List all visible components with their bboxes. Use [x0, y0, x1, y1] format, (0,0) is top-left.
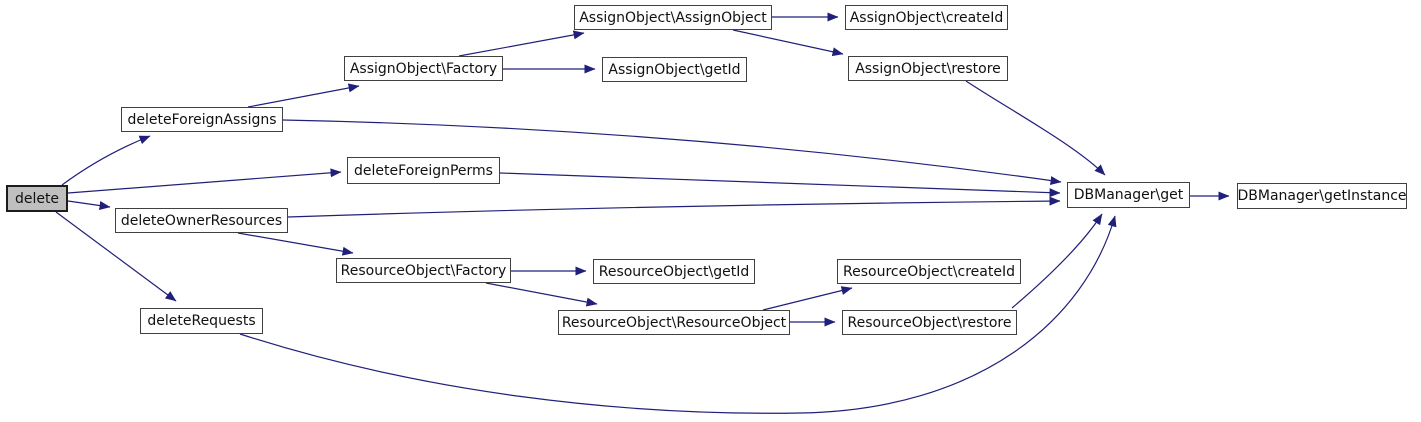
edge-deleteForeignAssigns-DBGet	[282, 119, 1062, 185]
node-ResourceGetId[interactable]: ResourceObject\getId	[593, 259, 755, 284]
node-deleteForeignPerms[interactable]: deleteForeignPerms	[347, 157, 500, 184]
edge-AssignFactory-AssignAssignObject	[458, 30, 585, 57]
node-AssignRestore[interactable]: AssignObject\restore	[848, 56, 1008, 81]
edge-deleteOwnerResources-ResourceFactory	[237, 232, 354, 256]
edge-deleteForeignPerms-DBGet	[499, 172, 1061, 198]
edge-ResourceFactory-ResourceResourceObject	[485, 282, 598, 307]
node-DBGetInstance[interactable]: DBManager\getInstance	[1237, 183, 1407, 209]
node-deleteForeignAssigns[interactable]: deleteForeignAssigns	[121, 107, 283, 132]
edge-deleteOwnerResources-DBGet	[287, 196, 1061, 218]
node-ResourceFactory[interactable]: ResourceObject\Factory	[336, 258, 511, 283]
node-DBGet[interactable]: DBManager\get	[1067, 182, 1190, 208]
node-ResourceCreateId[interactable]: ResourceObject\createId	[837, 259, 1021, 284]
edge-AssignAssignObject-AssignRestore	[732, 29, 844, 57]
edge-delete-deleteRequests	[55, 211, 177, 302]
edge-AssignRestore-DBGet	[965, 80, 1106, 176]
node-ResourceRestore[interactable]: ResourceObject\restore	[842, 310, 1017, 335]
node-deleteOwnerResources[interactable]: deleteOwnerResources	[115, 208, 288, 233]
edge-ResourceResourceObject-ResourceCreateId	[762, 286, 853, 311]
node-AssignAssignObject[interactable]: AssignObject\AssignObject	[574, 5, 772, 30]
node-AssignCreateId[interactable]: AssignObject\createId	[845, 5, 1008, 30]
node-AssignGetId[interactable]: AssignObject\getId	[602, 57, 747, 82]
edge-deleteForeignAssigns-AssignFactory	[247, 83, 360, 108]
edge-delete-deleteForeignPerms	[67, 168, 342, 194]
edge-deleteRequests-DBGet	[239, 215, 1117, 414]
node-ResourceResourceObject[interactable]: ResourceObject\ResourceObject	[558, 310, 790, 335]
edge-ResourceRestore-DBGet	[1011, 213, 1103, 309]
node-deleteRequests[interactable]: deleteRequests	[140, 308, 263, 334]
edge-delete-deleteForeignAssigns	[61, 135, 151, 186]
node-delete[interactable]: delete	[6, 185, 68, 212]
node-AssignFactory[interactable]: AssignObject\Factory	[344, 56, 503, 81]
edge-delete-deleteOwnerResources	[67, 200, 111, 210]
